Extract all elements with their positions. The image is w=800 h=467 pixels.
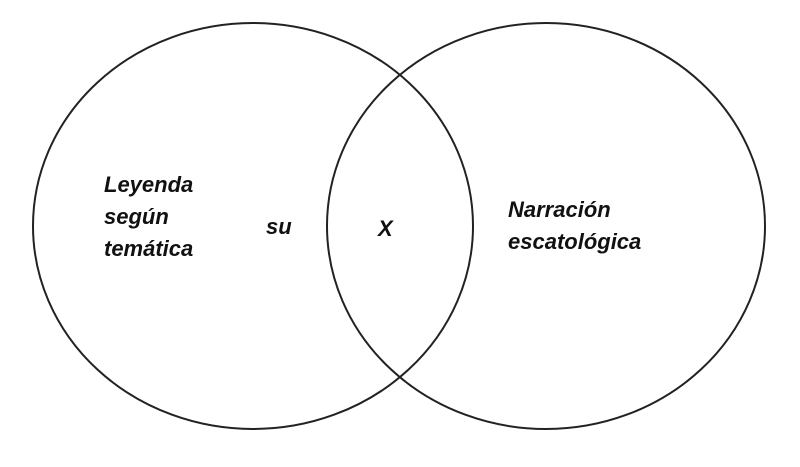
left-label-line-1: Leyenda	[104, 172, 194, 197]
right-circle	[326, 22, 766, 430]
right-set-label: Narración escatológica	[508, 194, 641, 258]
left-set-label-su: su	[266, 214, 292, 239]
left-label-line-3: temática	[104, 236, 194, 261]
right-label-line-1: Narración	[508, 197, 611, 222]
left-set-label: Leyenda según temática	[104, 169, 193, 265]
intersection-label: X	[378, 216, 393, 241]
left-circle	[32, 22, 474, 430]
left-label-line-2: según	[104, 204, 169, 229]
right-label-line-2: escatológica	[508, 229, 642, 254]
